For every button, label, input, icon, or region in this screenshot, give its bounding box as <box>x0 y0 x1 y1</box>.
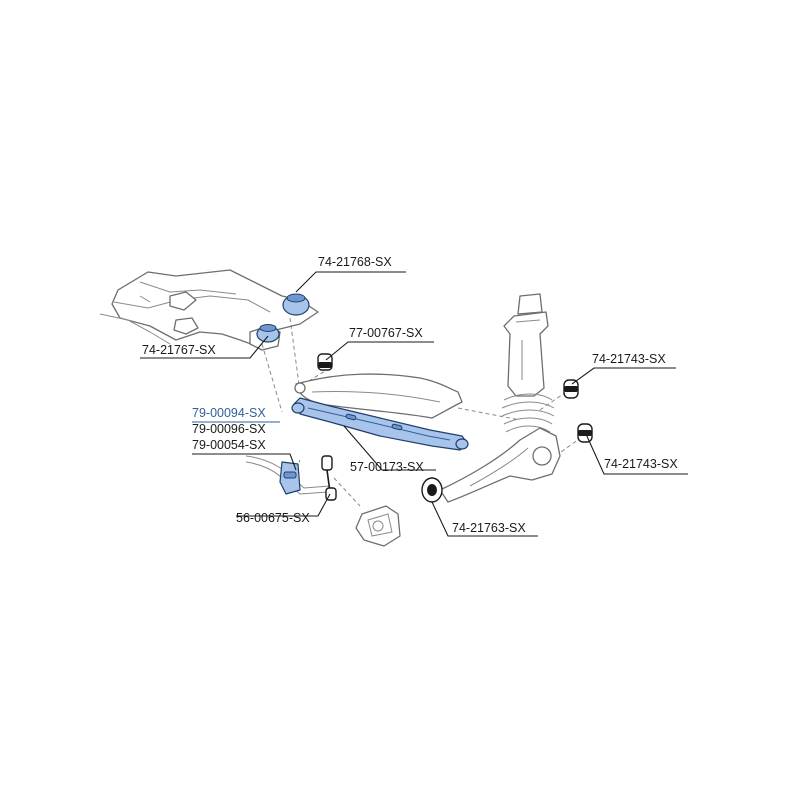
label-trailing-arm-bush[interactable]: 74-21763-SX <box>452 521 526 535</box>
label-top-mount[interactable]: 74-21768-SX <box>318 255 392 269</box>
label-swaybar-bush-1[interactable]: 79-00094-SX <box>192 406 266 420</box>
label-knuckle-bush-upper[interactable]: 74-21743-SX <box>592 352 666 366</box>
knuckle-bush-upper-part <box>563 379 579 399</box>
label-subframe-mount[interactable]: 74-21767-SX <box>142 343 216 357</box>
trailing-arm-bush-part <box>421 477 443 503</box>
label-knuckle-bush-lower[interactable]: 74-21743-SX <box>604 457 678 471</box>
label-lateral-arm[interactable]: 57-00173-SX <box>350 460 424 474</box>
subframe-mount-part <box>256 324 280 343</box>
hub-carrier-outline <box>355 505 401 547</box>
label-upper-arm-bush[interactable]: 77-00767-SX <box>349 326 423 340</box>
knuckle-outline <box>439 427 561 503</box>
label-end-link[interactable]: 56-00675-SX <box>236 511 310 525</box>
leader-lines <box>140 271 688 537</box>
label-swaybar-bush-3[interactable]: 79-00054-SX <box>192 438 266 452</box>
knuckle-bush-lower-part <box>577 423 593 443</box>
sway-bar-bush-part <box>279 461 301 495</box>
lateral-arm-part <box>291 397 469 451</box>
label-swaybar-bush-2[interactable]: 79-00096-SX <box>192 422 266 436</box>
top-mount-part <box>282 293 310 316</box>
strut-assembly-outline <box>501 293 555 433</box>
end-link-part <box>321 455 337 501</box>
